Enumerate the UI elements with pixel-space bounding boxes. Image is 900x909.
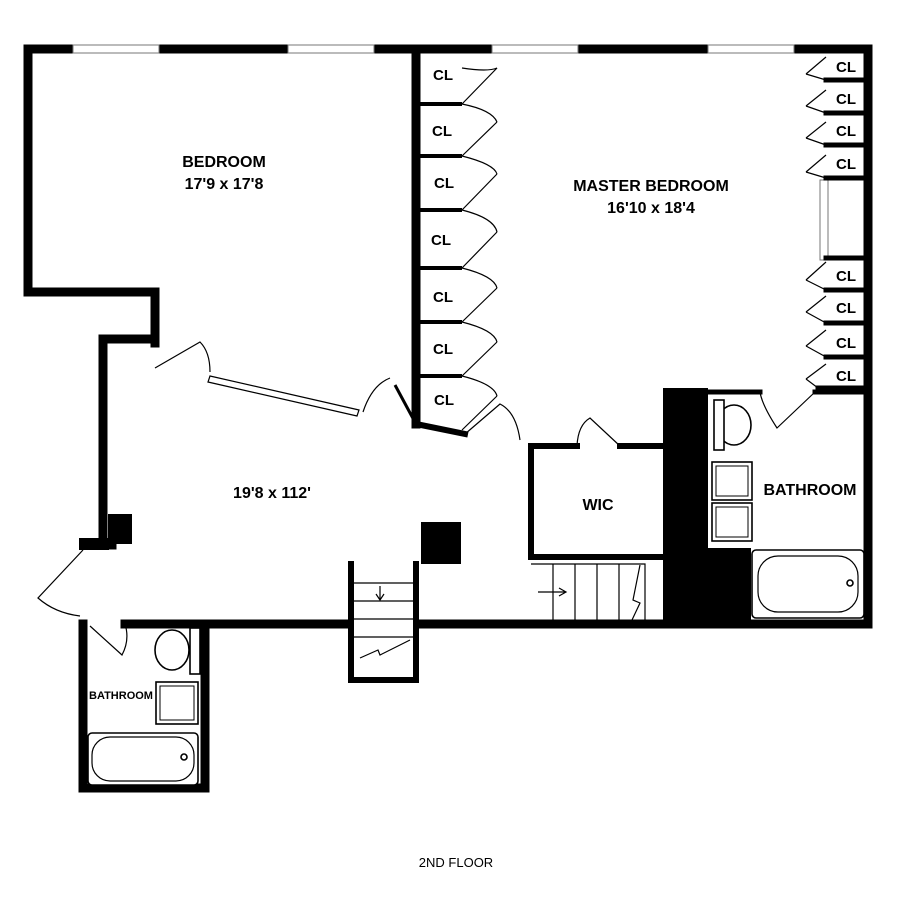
interior-walls [79, 44, 871, 683]
closet-label: CL [433, 289, 453, 306]
bedroom-name: BEDROOM [182, 154, 266, 171]
closet-label: CL [836, 156, 856, 173]
wic-label: WIC [582, 497, 614, 514]
closet-label: CL [836, 300, 856, 317]
closet-label: CL [836, 59, 856, 76]
closet-label: CL [836, 123, 856, 140]
doors [37, 56, 827, 656]
right-bath-fixtures [711, 399, 865, 619]
stairs [351, 563, 646, 659]
room-labels: BEDROOM 17'9 x 17'8 MASTER BEDROOM 16'10… [89, 154, 857, 702]
windows [72, 44, 829, 261]
bathroom-right-label: BATHROOM [763, 482, 856, 499]
closet-label: CL [433, 341, 453, 358]
floor-label: 2ND FLOOR [419, 855, 493, 870]
bathroom-left-label: BATHROOM [89, 690, 153, 702]
closet-label: CL [836, 368, 856, 385]
master-bedroom-name: MASTER BEDROOM [573, 178, 729, 195]
closet-label: CL [836, 268, 856, 285]
hall-size: 19'8 x 112' [233, 485, 311, 502]
bedroom-size: 17'9 x 17'8 [185, 176, 264, 193]
closet-labels: CL CL CL CL CL CL CL CL CL CL CL CL CL C… [431, 59, 856, 409]
left-bath-fixtures [87, 627, 201, 786]
closet-label: CL [836, 91, 856, 108]
closet-label: CL [434, 175, 454, 192]
closet-label: CL [432, 123, 452, 140]
closet-label: CL [836, 335, 856, 352]
master-bedroom-size: 16'10 x 18'4 [607, 200, 695, 217]
closet-label: CL [433, 67, 453, 84]
closet-label: CL [431, 232, 451, 249]
closet-label: CL [434, 392, 454, 409]
